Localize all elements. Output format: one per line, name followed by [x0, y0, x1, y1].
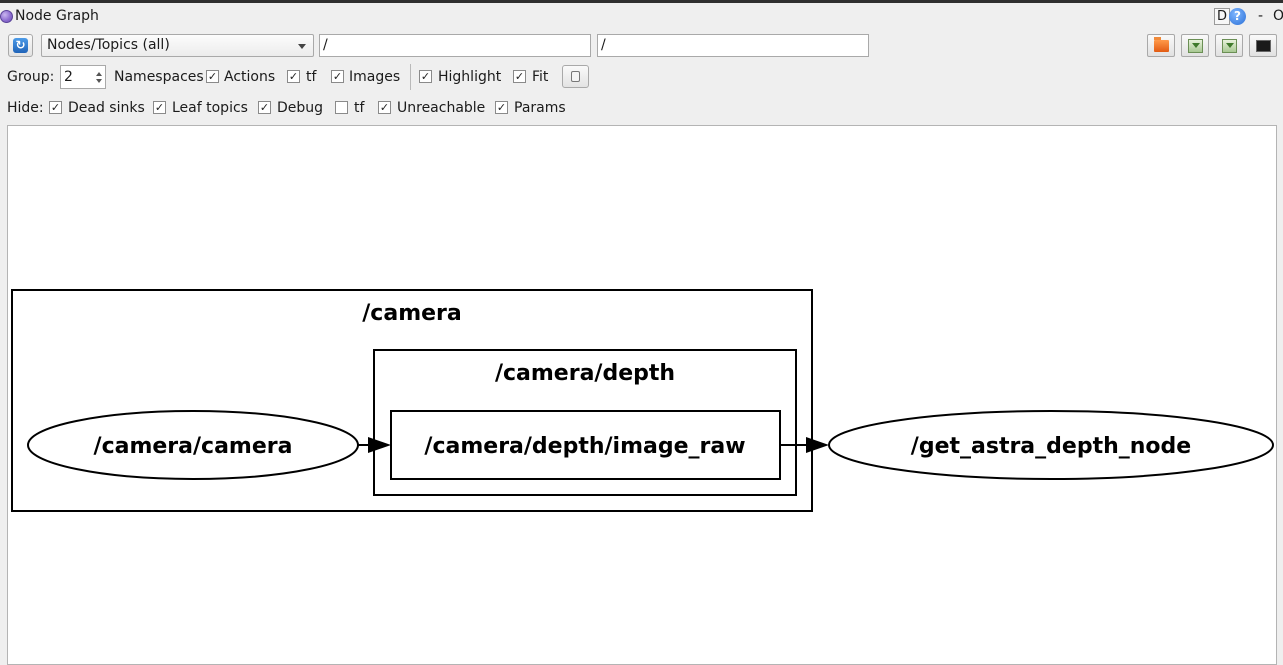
load-dot-button[interactable] — [1147, 34, 1175, 57]
leaf-topics-checkbox[interactable]: ✓ — [153, 101, 166, 114]
unreachable-checkbox[interactable]: ✓ — [378, 101, 391, 114]
node-get-astra-depth-label: /get_astra_depth_node — [911, 434, 1191, 459]
highlight-label: Highlight — [438, 69, 502, 85]
hide-label: Hide: — [7, 100, 44, 116]
params-checkbox[interactable]: ✓ — [495, 101, 508, 114]
refresh-icon: ↻ — [13, 38, 28, 53]
cluster-camera — [11, 289, 813, 512]
hide-tf-checkbox[interactable] — [335, 101, 348, 114]
fit-label: Fit — [532, 69, 549, 85]
spin-down-icon[interactable] — [96, 79, 102, 83]
cluster-camera-depth-label: /camera/depth — [495, 361, 675, 386]
folder-icon — [1154, 37, 1169, 52]
topic-node-label: /camera/depth/image_raw — [424, 434, 745, 459]
highlight-checkbox[interactable]: ✓ — [419, 70, 432, 83]
tf-checkbox[interactable]: ✓ — [331, 70, 344, 83]
screen-icon — [1256, 40, 1271, 52]
close-button[interactable]: O — [1273, 8, 1283, 24]
namespaces-label: Namespaces — [114, 69, 204, 85]
app-icon — [0, 10, 13, 23]
graph-view[interactable]: /camera /camera/depth /camera/depth/imag… — [8, 126, 1276, 658]
dead-sinks-label: Dead sinks — [68, 100, 145, 116]
graph-canvas[interactable]: /camera /camera/depth /camera/depth/imag… — [7, 125, 1277, 665]
group-spinbox[interactable]: 2 — [60, 65, 106, 89]
view-mode-dropdown[interactable]: Nodes/Topics (all) — [41, 34, 314, 57]
help-d-button[interactable]: D — [1214, 8, 1230, 25]
cluster-camera-depth — [373, 349, 797, 496]
toolbar-divider — [410, 64, 411, 90]
spin-up-icon[interactable] — [96, 72, 102, 76]
window-title: Node Graph — [15, 8, 99, 24]
view-mode-value: Nodes/Topics (all) — [47, 37, 170, 53]
refresh-button[interactable]: ↻ — [8, 34, 33, 57]
actions-label: Actions — [224, 69, 276, 85]
topic-filter-input[interactable]: / — [597, 34, 869, 57]
leaf-topics-label: Leaf topics — [172, 100, 248, 116]
edge-arrowhead — [368, 437, 391, 453]
save-image-icon — [1222, 39, 1237, 53]
images-label: Images — [349, 69, 401, 85]
edge-arrowhead — [806, 437, 829, 453]
save-dot-button[interactable] — [1181, 34, 1209, 57]
fit-checkbox[interactable]: ✓ — [513, 70, 526, 83]
tf-label: tf — [306, 69, 317, 85]
fit-in-view-button[interactable] — [562, 65, 589, 88]
unreachable-label: Unreachable — [397, 100, 486, 116]
help-icon[interactable]: ? — [1229, 8, 1246, 25]
fit-icon — [571, 71, 580, 82]
debug-label: Debug — [277, 100, 324, 116]
cluster-camera-label: /camera — [362, 301, 461, 326]
title-bar: Node Graph D ? - O — [0, 3, 1283, 29]
params-label: Params — [514, 100, 566, 116]
save-svg-button[interactable] — [1215, 34, 1243, 57]
node-camera-camera-label: /camera/camera — [94, 434, 293, 459]
minimize-button[interactable]: - — [1258, 8, 1264, 24]
node-filter-input[interactable]: / — [319, 34, 591, 57]
group-label: Group: — [7, 69, 55, 85]
window-top-border — [0, 0, 1283, 3]
namespaces-checkbox[interactable]: ✓ — [206, 70, 219, 83]
chevron-down-icon — [298, 44, 306, 49]
dead-sinks-checkbox[interactable]: ✓ — [49, 101, 62, 114]
debug-checkbox[interactable]: ✓ — [258, 101, 271, 114]
group-value: 2 — [64, 69, 73, 85]
save-image-button[interactable] — [1249, 34, 1277, 57]
hide-tf-label: tf — [354, 100, 365, 116]
actions-checkbox[interactable]: ✓ — [287, 70, 300, 83]
save-icon — [1188, 39, 1203, 53]
